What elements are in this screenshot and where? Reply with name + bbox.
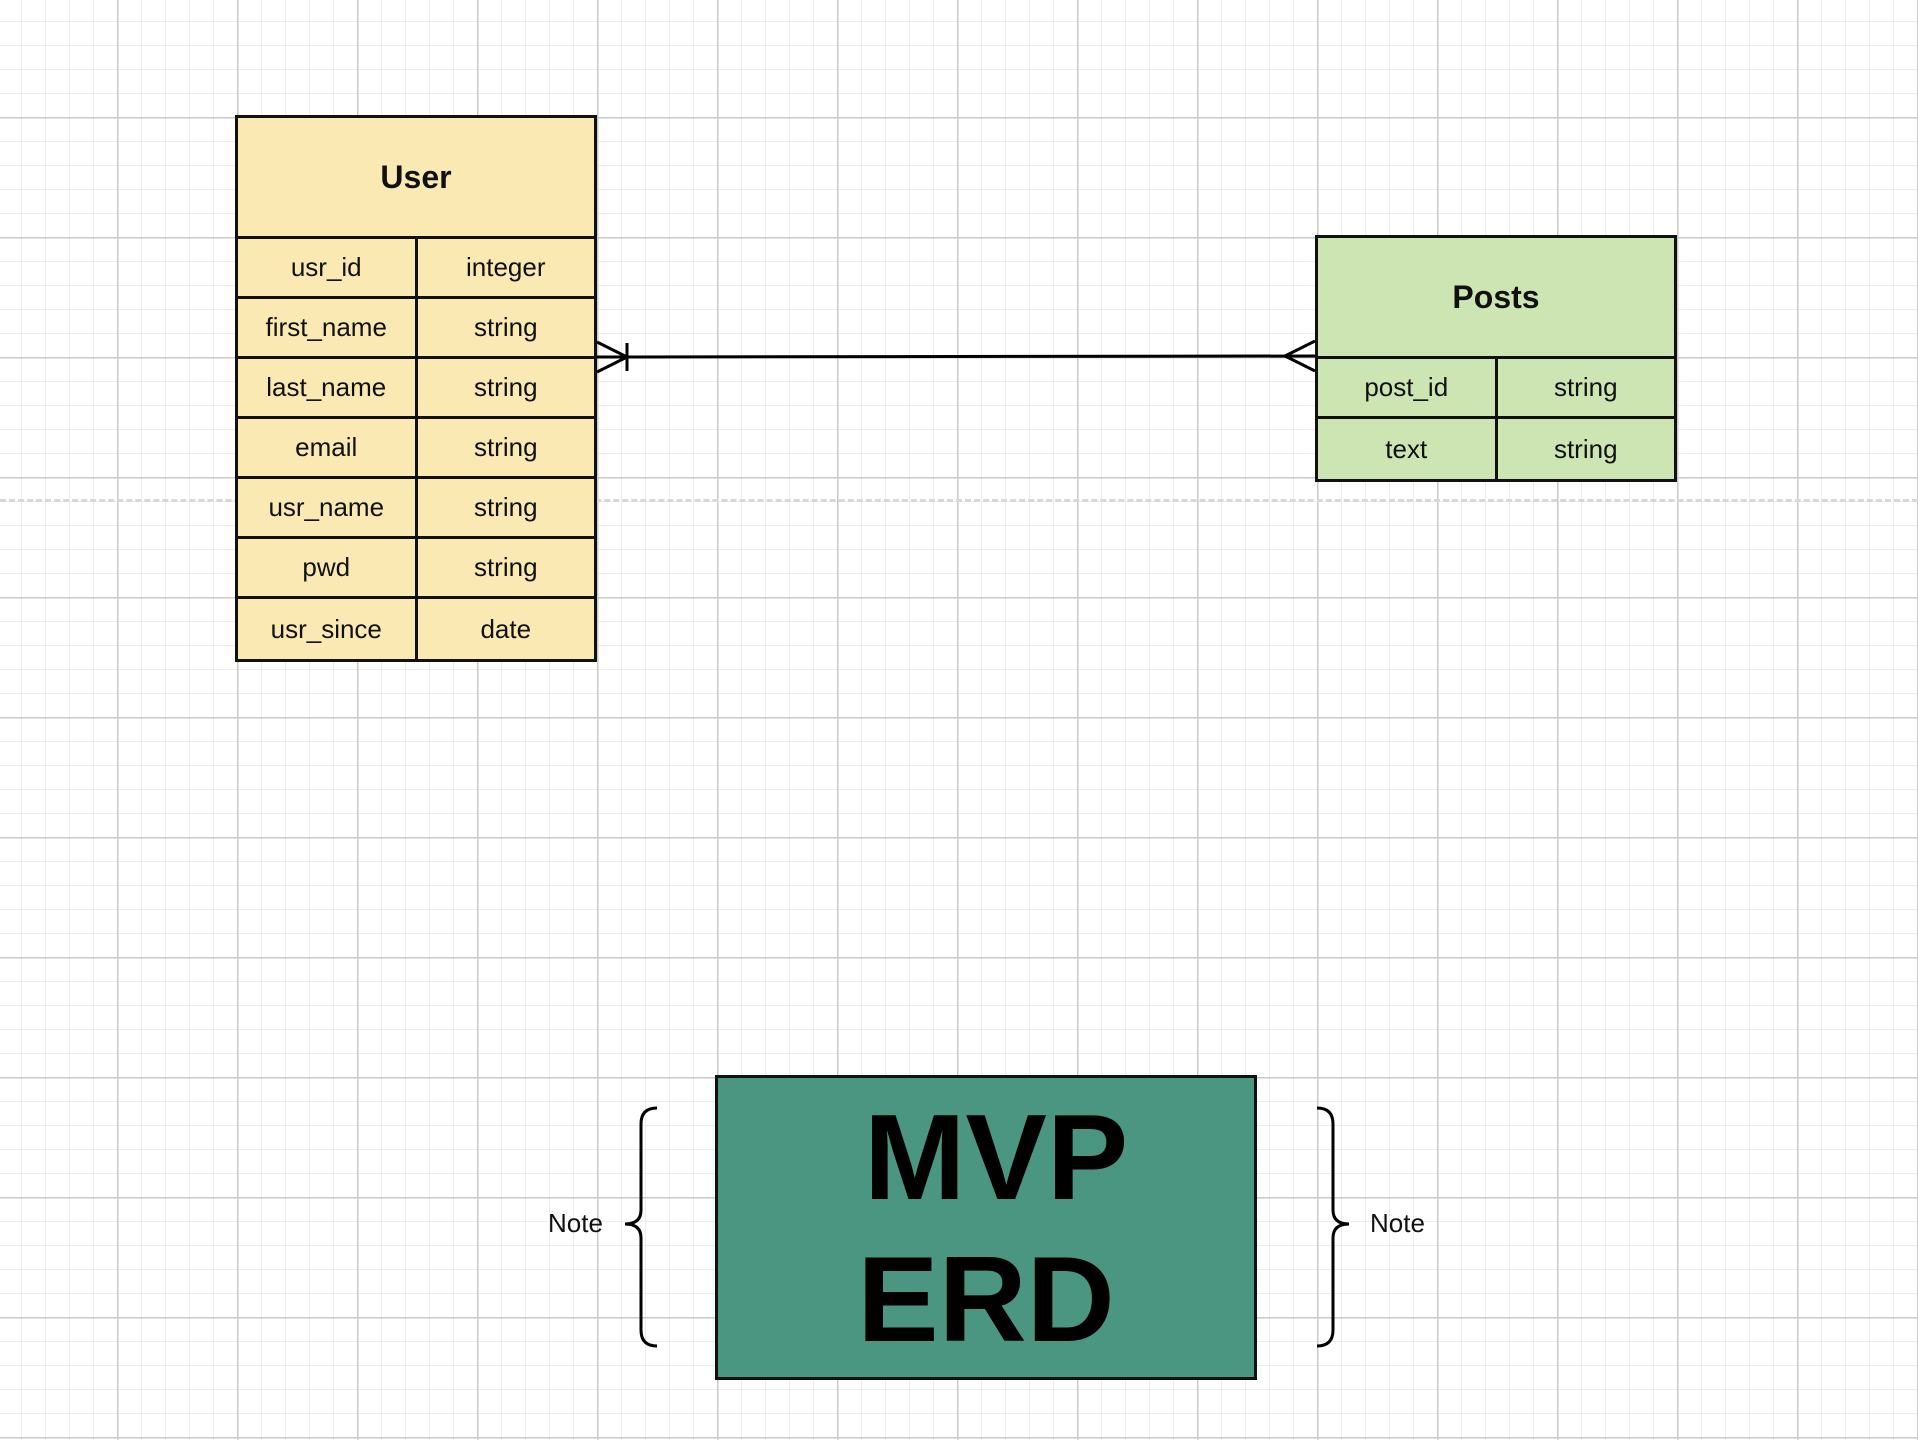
posts-entity-title: Posts	[1318, 238, 1674, 359]
user-field-type: string	[473, 312, 538, 342]
user-field-name: usr_since	[238, 599, 418, 659]
user-field-name: last_name	[238, 359, 418, 416]
user-field-type: string	[473, 372, 538, 402]
user-field-name: usr_id	[238, 239, 418, 296]
posts-field-name: post_id	[1318, 359, 1498, 416]
posts-field-row[interactable]: text string	[1318, 419, 1674, 479]
user-field-row[interactable]: email string	[238, 419, 594, 479]
user-field-row[interactable]: first_name string	[238, 299, 594, 359]
user-field-row[interactable]: pwd string	[238, 539, 594, 599]
note-right-label[interactable]: Note	[1370, 1208, 1425, 1238]
user-field-row[interactable]: last_name string	[238, 359, 594, 419]
posts-field-type: string	[1553, 433, 1618, 464]
user-field-type: integer	[466, 252, 546, 282]
posts-field-type: string	[1553, 372, 1618, 402]
right-brace	[1316, 1106, 1350, 1348]
user-field-row[interactable]: usr_since date	[238, 599, 594, 659]
posts-field-name: text	[1318, 419, 1498, 479]
crows-foot-many-end	[1284, 339, 1316, 373]
user-field-type: date	[480, 613, 532, 644]
posts-entity[interactable]: Posts post_id string text string	[1315, 235, 1677, 482]
user-field-name: usr_name	[238, 479, 418, 536]
user-field-name: email	[238, 419, 418, 476]
user-field-name: pwd	[238, 539, 418, 596]
user-field-type: string	[473, 432, 538, 462]
title-line-2: ERD	[857, 1230, 1115, 1367]
title-line-1: MVP	[863, 1088, 1129, 1225]
user-field-type: string	[473, 552, 538, 582]
relationship-line[interactable]	[596, 354, 1316, 359]
user-field-name: first_name	[238, 299, 418, 356]
user-entity-title: User	[238, 118, 594, 239]
left-brace	[624, 1106, 658, 1348]
posts-field-row[interactable]: post_id string	[1318, 359, 1674, 419]
page-break-line	[0, 499, 1918, 502]
note-left-label[interactable]: Note	[548, 1208, 603, 1238]
mvp-erd-title-box[interactable]: MVP ERD	[715, 1075, 1257, 1380]
crows-foot-one-or-many-end	[596, 340, 629, 374]
user-field-type: string	[473, 492, 538, 522]
user-entity[interactable]: User usr_id integer first_name string la…	[235, 115, 597, 662]
user-field-row[interactable]: usr_id integer	[238, 239, 594, 299]
user-field-row[interactable]: usr_name string	[238, 479, 594, 539]
